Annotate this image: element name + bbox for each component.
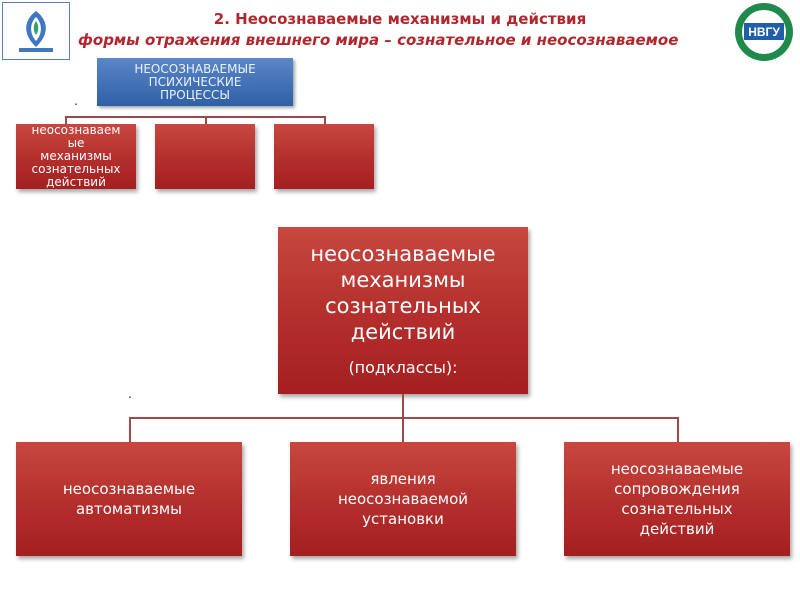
child3-line-3: сознательных: [621, 500, 733, 518]
child3-line-4: действий: [639, 520, 715, 538]
small-child-line-3: механизмы: [40, 149, 112, 163]
main-root-line-3: сознательных: [325, 293, 481, 318]
small-root-line-1: НЕОСОЗНАВАЕМЫЕ: [134, 61, 256, 76]
main-root-line-1: неосознаваемые: [310, 241, 496, 266]
main-root-box: неосознаваемые механизмы сознательных де…: [278, 227, 528, 394]
small-child-line-1: неосознаваем: [31, 123, 121, 137]
small-child-box-1: неосознаваем ые механизмы сознательных д…: [16, 124, 136, 189]
child-box-automatisms: неосознаваемые автоматизмы: [16, 442, 242, 556]
nvgu-logo-text: НВГУ: [748, 25, 780, 39]
small-child-line-5: действий: [46, 175, 106, 189]
small-connector-2: [205, 116, 207, 125]
child3-line-1: неосознаваемые: [610, 460, 744, 478]
child2-line-2: неосознаваемой: [337, 490, 469, 508]
main-connector-2: [402, 417, 404, 442]
main-connector-stem: [402, 394, 404, 418]
main-connector-horizontal: [129, 417, 679, 419]
small-root-line-2: ПСИХИЧЕСКИЕ: [148, 74, 242, 89]
small-child-box-3: [274, 124, 374, 189]
slide-title: 2. Неосознаваемые механизмы и действия: [213, 10, 587, 28]
small-root-box: НЕОСОЗНАВАЕМЫЕ ПСИХИЧЕСКИЕ ПРОЦЕССЫ: [97, 58, 293, 106]
slide-subtitle: формы отражения внешнего мира – сознател…: [78, 31, 679, 49]
child3-line-2: сопровождения: [614, 480, 740, 498]
child1-line-1: неосознаваемые: [62, 480, 196, 498]
main-root-subclasses: (подклассы):: [348, 357, 458, 377]
bullet-dot-main: .: [128, 387, 132, 401]
child1-line-2: автоматизмы: [75, 500, 183, 518]
main-root-line-2: механизмы: [340, 267, 466, 292]
child2-line-1: явления: [370, 470, 436, 488]
small-child-box-2: [155, 124, 255, 189]
child2-line-3: установки: [362, 510, 444, 528]
bullet-dot-small: .: [74, 94, 78, 108]
small-child-line-2: ые: [67, 136, 85, 150]
main-connector-3: [677, 417, 679, 442]
nvgu-logo-icon: НВГУ: [732, 1, 796, 63]
main-root-line-4: действий: [350, 319, 456, 344]
small-connector-horizontal: [65, 116, 326, 118]
small-connector-3: [324, 116, 326, 125]
child-box-accompaniments: неосознаваемые сопровождения сознательны…: [564, 442, 790, 556]
main-connector-1: [129, 417, 131, 442]
small-child-line-4: сознательных: [31, 162, 121, 176]
child-box-set-phenomena: явления неосознаваемой установки: [290, 442, 516, 556]
university-logo-left: [2, 2, 70, 60]
small-connector-1: [65, 116, 67, 125]
small-root-line-3: ПРОЦЕССЫ: [160, 87, 230, 102]
